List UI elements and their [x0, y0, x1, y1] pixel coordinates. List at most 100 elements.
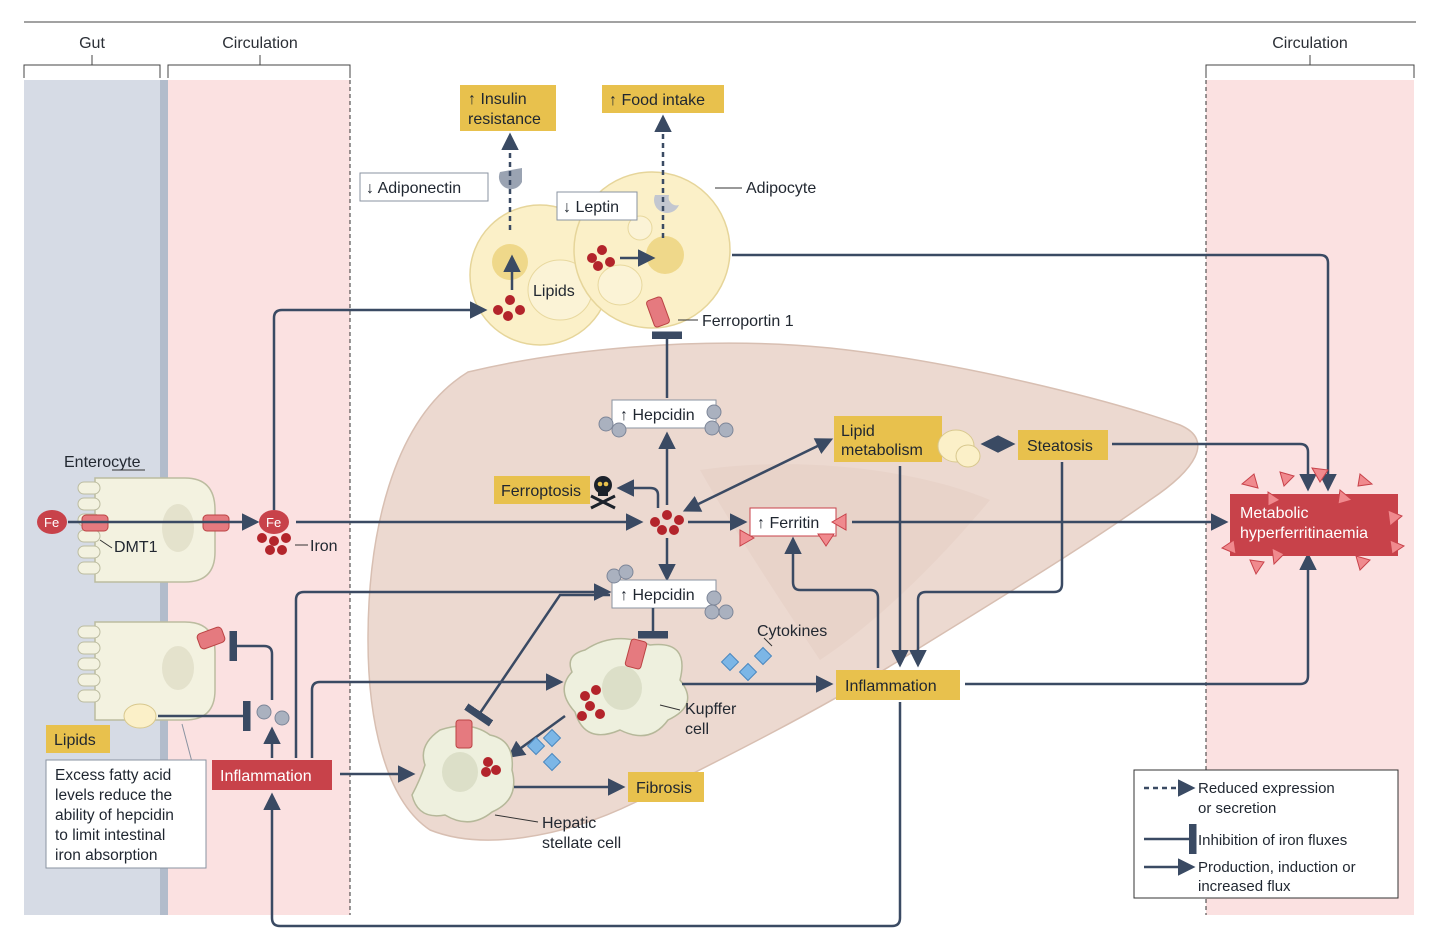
ferroportin-label: Ferroportin 1: [702, 313, 794, 330]
iron-to-adipocyte-arrow: [272, 301, 488, 510]
iron-lipid-bidirectional-arrow: [682, 438, 834, 512]
leptin-box: [556, 191, 638, 221]
ferroptosis-box: [494, 476, 590, 504]
inflammation-to-kupffer-arrow: [310, 673, 564, 758]
enterocyte-label: Enterocyte: [64, 454, 141, 471]
inflammation-circ-box: [212, 760, 332, 790]
iron-adipocyte-left: [493, 295, 525, 321]
steatosis-label: Steatosis: [1027, 438, 1093, 455]
inflammation-to-hyperferritinaemia-arrow: [965, 552, 1317, 686]
hepcidin-top-label: ↑ Hepcidin: [620, 407, 695, 424]
food-intake-label: ↑ Food intake: [609, 92, 705, 109]
iron-circulation-dots: [257, 533, 291, 555]
note-line1: Excess fatty acid: [55, 767, 171, 784]
inflammation-loop-arrow: [263, 702, 902, 928]
leptin-icon: [653, 195, 679, 214]
food-intake-box: [602, 85, 724, 113]
ferritin-triangles: [739, 513, 847, 547]
legend-dashed-line1: Reduced expression: [1198, 780, 1335, 797]
hepatic-stellate-cell: [411, 725, 515, 823]
steatosis-to-hyperferritinaemia-arrow: [1112, 442, 1317, 492]
hepcidin-inhibits-enterocyte: [229, 631, 274, 700]
fe-circulation-label: Fe: [266, 515, 281, 530]
circulation-right-label: Circulation: [1272, 35, 1348, 52]
legend-production-line1: Production, induction or: [1198, 859, 1356, 876]
inflammation-circ-label: Inflammation: [220, 768, 312, 785]
adipocyte-to-hyperferritinaemia-arrow: [732, 253, 1337, 492]
cytokines-stellate: [526, 728, 562, 772]
hepcidin-circulation-balls: [256, 704, 290, 726]
iron-label: Iron: [310, 538, 338, 555]
ferroportin-adipocyte: [646, 296, 670, 328]
cytokines-label: Cytokines: [757, 623, 827, 640]
adiponectin-label: ↓ Adiponectin: [366, 180, 461, 197]
liver-iron-dots: [650, 510, 684, 535]
fe-circulation-icon: [259, 510, 289, 534]
note-line4: to limit intestinal: [55, 827, 165, 844]
fibrosis-label: Fibrosis: [636, 780, 692, 797]
enterocyte-bottom: [77, 621, 216, 729]
enterocyte-top: [77, 477, 216, 583]
cytokines-liver: [720, 646, 773, 682]
steatosis-to-inflammation-arrow: [909, 462, 1064, 668]
insulin-resistance-box: [460, 85, 556, 131]
dmt1-label: DMT1: [114, 539, 158, 556]
note-line3: ability of hepcidin: [55, 807, 174, 824]
hepcidin-bottom-label: ↑ Hepcidin: [620, 587, 695, 604]
lipids-adipocyte-label: Lipids: [533, 283, 575, 300]
steatosis-box: [1018, 430, 1108, 460]
lipids-gut-box: [46, 725, 110, 753]
stellate-pointer: [494, 814, 539, 823]
inflammation-to-ferritin-arrow: [784, 536, 880, 668]
inflammation-liver-label: Inflammation: [845, 678, 937, 695]
ferritin-box: [749, 507, 837, 537]
note-pointer: [181, 723, 193, 763]
iron-adipocyte-right: [587, 245, 615, 271]
ferroportin-enterocyte-bottom: [196, 626, 226, 650]
kupffer-pointer: [659, 704, 681, 711]
gut-bracket: [23, 64, 161, 78]
hyperferritinaemia-box: [1230, 494, 1398, 556]
circulation-right-bracket: [1205, 64, 1415, 78]
hepcidin-bottom-balls: [606, 564, 734, 620]
lipid-metabolism-line1: Lipid: [841, 423, 875, 440]
hepcidin-top-balls: [598, 404, 734, 438]
skull-icon: [590, 476, 616, 510]
ferroptosis-label: Ferroptosis: [501, 483, 581, 500]
fibrosis-box: [628, 772, 704, 802]
insulin-resistance-line2: resistance: [468, 111, 541, 128]
kupffer-to-stellate-arrow: [507, 714, 566, 759]
ferroportin-kupffer: [624, 638, 648, 670]
iron-to-ferroptosis-arrow: [616, 479, 660, 508]
lipid-droplet-small-icon: [955, 444, 981, 468]
adipocyte-label: Adipocyte: [746, 180, 816, 197]
ferritin-label: ↑ Ferritin: [757, 515, 819, 532]
circulation-left-label: Circulation: [222, 35, 298, 52]
ferroportin-stellate: [455, 719, 473, 749]
iron-stellate-dots: [481, 757, 501, 777]
iron-kupffer-dots: [577, 685, 605, 721]
hepcidin-bottom-box: [611, 579, 717, 609]
legend-dashed-line2: or secretion: [1198, 800, 1276, 817]
fe-gut-label: Fe: [44, 515, 59, 530]
lipid-metabolism-line2: metabolism: [841, 442, 923, 459]
kupffer-cell: [563, 637, 689, 737]
lipid-metabolism-box: [834, 416, 942, 462]
circulation-left-bracket: [167, 64, 351, 78]
hyperferritinaemia-line2: hyperferritinaemia: [1240, 525, 1368, 542]
kupffer-label-line2: cell: [685, 721, 709, 738]
note-line2: levels reduce the: [55, 787, 172, 804]
cytokines-pointer: [763, 637, 773, 647]
stellate-label-line2: stellate cell: [542, 835, 621, 852]
gut-label: Gut: [79, 35, 105, 52]
inflammation-liver-box: [836, 670, 960, 700]
leptin-label: ↓ Leptin: [563, 199, 619, 216]
note-line5: iron absorption: [55, 847, 158, 864]
legend-production-line2: increased flux: [1198, 878, 1291, 895]
lipids-gut-label: Lipids: [54, 732, 96, 749]
note-box: [45, 759, 207, 869]
adiponectin-icon: [498, 168, 522, 190]
kupffer-label-line1: Kupffer: [685, 701, 737, 718]
hyperferritinaemia-line1: Metabolic: [1240, 505, 1308, 522]
dmt1-pointer: [99, 539, 113, 549]
